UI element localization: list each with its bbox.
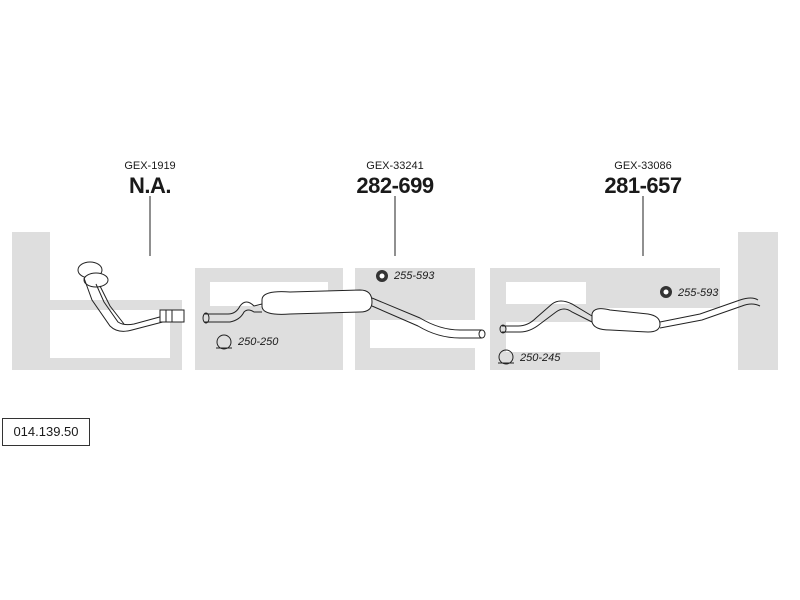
component-code-gex-1919: GEX-1919 [124,160,176,172]
clamp-icon [498,349,514,365]
component-code-gex-33241: GEX-33241 [366,160,424,172]
rubber-mount-icon [660,286,672,298]
front-pipe [77,261,185,332]
fitting-label-255-593: 255-593 [394,270,435,282]
fitting-label-255-593-rear: 255-593 [678,287,719,299]
reference-number: 014.139.50 [2,418,90,446]
part-number-na: N.A. [129,173,172,198]
fitting-label-250-245: 250-245 [520,352,561,364]
part-number-282-699: 282-699 [356,173,434,198]
rubber-mount-icon [376,270,388,282]
component-code-gex-33086: GEX-33086 [614,160,672,172]
clamp-icon [216,334,232,350]
rear-silencer [499,297,761,334]
fitting-label-250-250: 250-250 [238,336,279,348]
centre-silencer [202,289,486,339]
part-number-281-657: 281-657 [604,173,682,198]
